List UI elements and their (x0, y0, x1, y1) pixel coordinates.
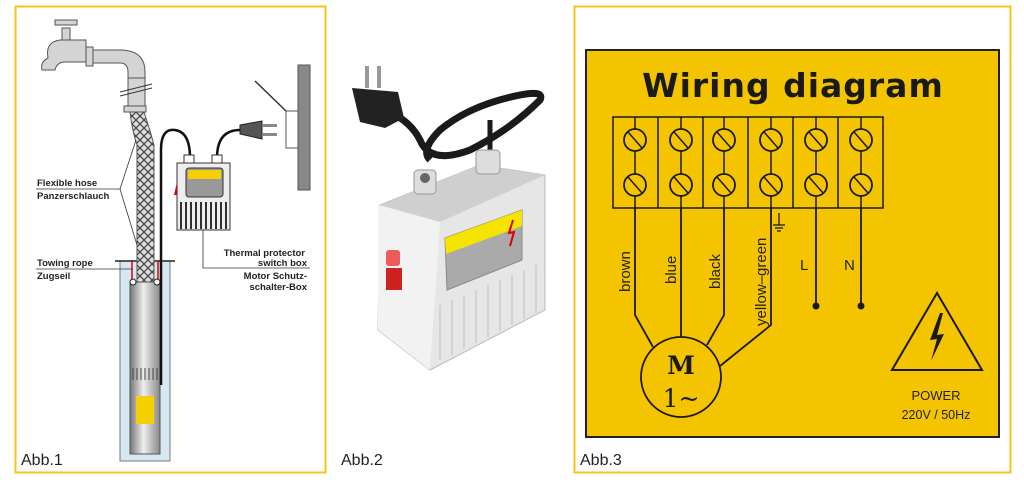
screw-slot (808, 131, 824, 149)
figure-1-caption: Abb.1 (21, 452, 63, 469)
wire-label-brown: brown (617, 251, 634, 292)
motor-symbol (640, 336, 722, 418)
label-towing-rope: Towing rope (37, 258, 93, 269)
pump-logo (136, 396, 154, 424)
figure-2-switch-box-photo: Abb.2 (341, 66, 546, 469)
terminal-screws (623, 117, 873, 208)
wires (634, 208, 862, 367)
high-voltage-icon (890, 291, 984, 371)
screw-slot (716, 131, 732, 149)
motor-label-phase: 1~ (663, 384, 700, 413)
label-schalter-box: schalter-Box (249, 282, 307, 293)
screw-slot (673, 131, 689, 149)
terminal-n-dot (857, 302, 865, 310)
label-zugseil: Zugseil (37, 271, 70, 282)
motor-label-m: M (667, 351, 695, 380)
label-flexible-hose: Flexible hose (37, 178, 97, 189)
screw-slot (808, 176, 824, 194)
switch-box (377, 149, 546, 371)
label-switch-box: switch box (258, 258, 308, 269)
screw-slot (853, 176, 869, 194)
label-motor-schutz: Motor Schutz- (244, 271, 307, 282)
screw-slot (763, 176, 779, 194)
wiring-title: Wiring diagram (642, 66, 944, 105)
schuko-plug (352, 66, 404, 128)
screw-slot (627, 131, 643, 149)
label-thermal-protector: Thermal protector (224, 248, 306, 259)
figure-3-wiring-diagram: Wiring diagram brown blue black (573, 5, 1012, 474)
label-panzerschlauch: Panzerschlauch (37, 191, 110, 202)
pump-cable (159, 128, 192, 385)
ground-icon (773, 213, 785, 232)
figure-2-caption: Abb.2 (341, 452, 383, 469)
power-cable (215, 128, 241, 159)
power-plug (239, 120, 277, 140)
flexible-hose (129, 111, 155, 283)
figure-3-caption: Abb.3 (580, 452, 622, 469)
wire-label-black: black (707, 253, 724, 289)
wiring-label-plate (585, 49, 1000, 438)
label-l: L (800, 257, 808, 274)
wire-label-yellow-green: yellow–green (753, 238, 770, 326)
thermal-protector-box (174, 154, 231, 231)
power-label: POWER (911, 388, 960, 403)
terminal-block (612, 116, 884, 209)
screw-slot (716, 176, 732, 194)
power-rating: 220V / 50Hz (902, 408, 971, 422)
screw-slot (763, 131, 779, 149)
terminal-l-dot (812, 302, 820, 310)
screw-slot (673, 176, 689, 194)
label-n: N (844, 257, 855, 274)
screw-slot (627, 176, 643, 194)
submersible-pump (129, 278, 161, 455)
screw-slot (853, 131, 869, 149)
wire-label-blue: blue (663, 256, 680, 284)
figure-1-installation: Flexible hose Panzerschlauch Towing rope… (14, 5, 327, 474)
wall-socket (254, 64, 311, 191)
water-tap (41, 19, 153, 113)
cable (383, 89, 545, 163)
